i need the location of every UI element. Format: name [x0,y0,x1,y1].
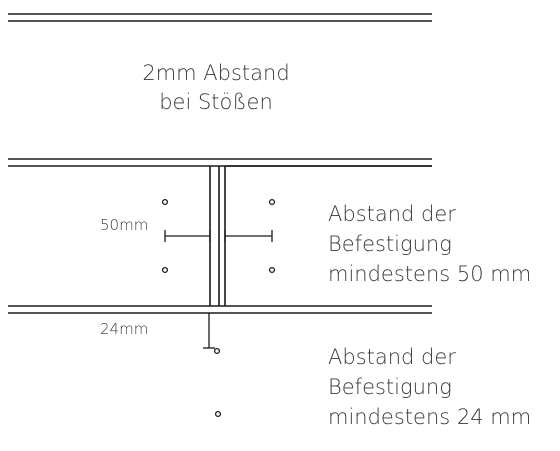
screw-right-top [268,198,276,206]
screw-left-top [161,198,169,206]
edge-dimension-label: 24mm [100,320,148,338]
fastener-note-line-3: mindestens 50 mm [328,262,531,286]
fastener-note-line-1: Abstand der [328,202,456,226]
board-joint [8,158,432,314]
edge-note-line-3: mindestens 24 mm [328,405,531,429]
heading-line-2: bei Stößen [159,90,273,114]
screw-lower [214,410,222,418]
edge-note-line-1: Abstand der [328,345,456,369]
edge-note-line-2: Befestigung [328,375,452,399]
heading-line-1: 2mm Abstand [142,61,289,85]
screw-right-bottom [268,266,276,274]
screw-edge [213,347,221,355]
top-board-edge [8,13,432,22]
fasteners [161,198,276,418]
dimension-24mm [203,313,215,349]
screw-left-bottom [161,266,169,274]
fastener-note-line-2: Befestigung [328,232,452,256]
fastener-dimension-label: 50mm [100,216,148,234]
dimension-50mm [164,230,273,242]
